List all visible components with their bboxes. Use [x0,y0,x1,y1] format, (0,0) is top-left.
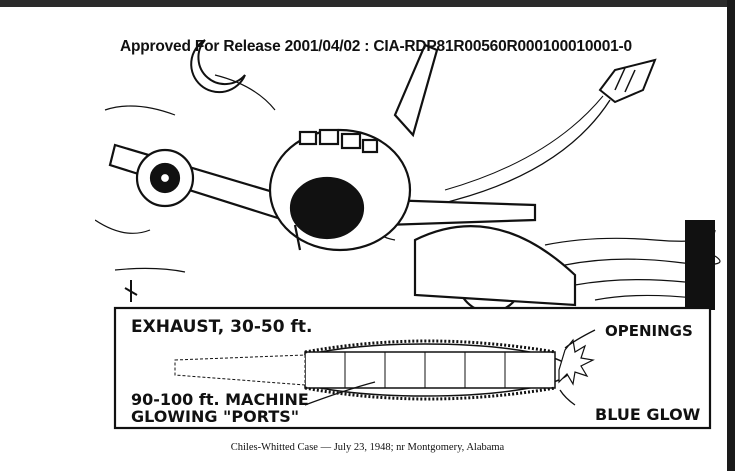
release-stamp: Approved For Release 2001/04/02 : CIA-RD… [120,38,632,55]
exhaust-label: EXHAUST, 30-50 ft. [131,317,312,337]
direction-mark-icon [124,280,138,302]
glowing-ports-label: GLOWING "PORTS" [131,407,299,426]
machine-label: 90-100 ft. MACHINE [131,390,309,409]
ufo-sighting-illustration: EXHAUST, 30-50 ft. OPENINGS 90-100 ft. M… [95,39,721,430]
moon-icon [190,39,246,94]
top-scan-edge [0,0,735,7]
airplane-icon [108,43,577,314]
right-scan-edge [727,0,735,471]
openings-label: OPENINGS [605,322,693,340]
propeller-motion-lines [95,74,276,234]
figure-caption: Chiles-Whitted Case — July 23, 1948; nr … [230,442,505,453]
blue-glow-label: BLUE GLOW [595,405,701,424]
dark-sea-patch [685,220,715,310]
detail-inset-box: EXHAUST, 30-50 ft. OPENINGS 90-100 ft. M… [113,306,712,430]
